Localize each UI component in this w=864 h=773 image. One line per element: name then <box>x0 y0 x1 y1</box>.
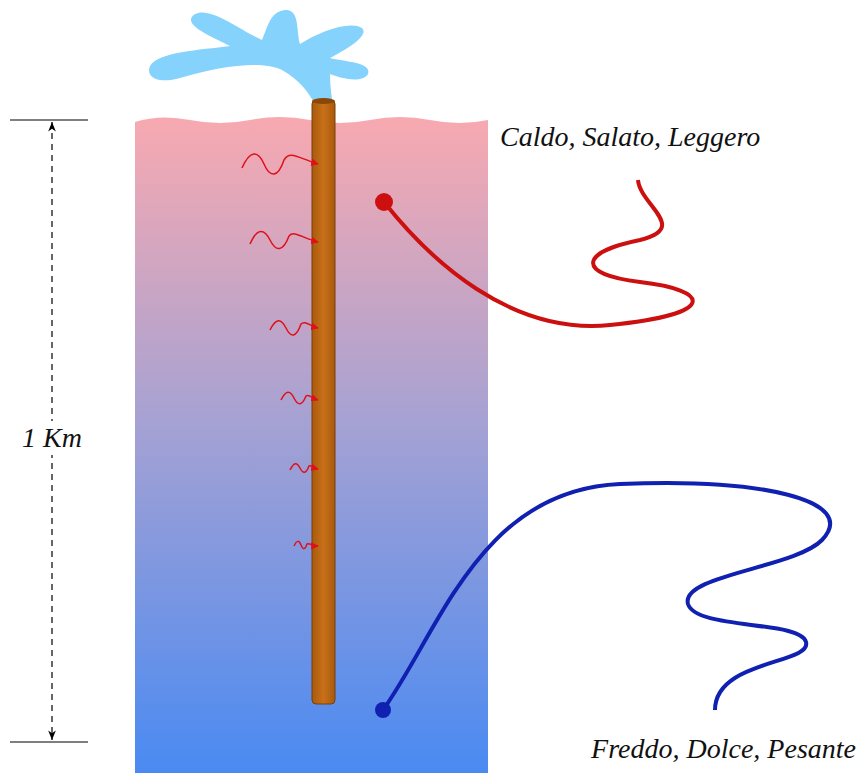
cold-dot <box>375 702 391 718</box>
warm-leader <box>384 180 693 326</box>
fountain-splash <box>149 10 368 112</box>
pipe-mouth <box>312 98 335 104</box>
dimension-line <box>10 120 88 742</box>
warm-water-label: Caldo, Salato, Leggero <box>500 122 760 153</box>
cold-leader <box>383 483 830 710</box>
pipe <box>312 100 335 704</box>
dimension-label: 1 Km <box>19 421 85 456</box>
warm-dot <box>375 193 393 211</box>
heat-arrows <box>242 154 318 549</box>
cold-water-label: Freddo, Dolce, Pesante <box>591 734 856 765</box>
